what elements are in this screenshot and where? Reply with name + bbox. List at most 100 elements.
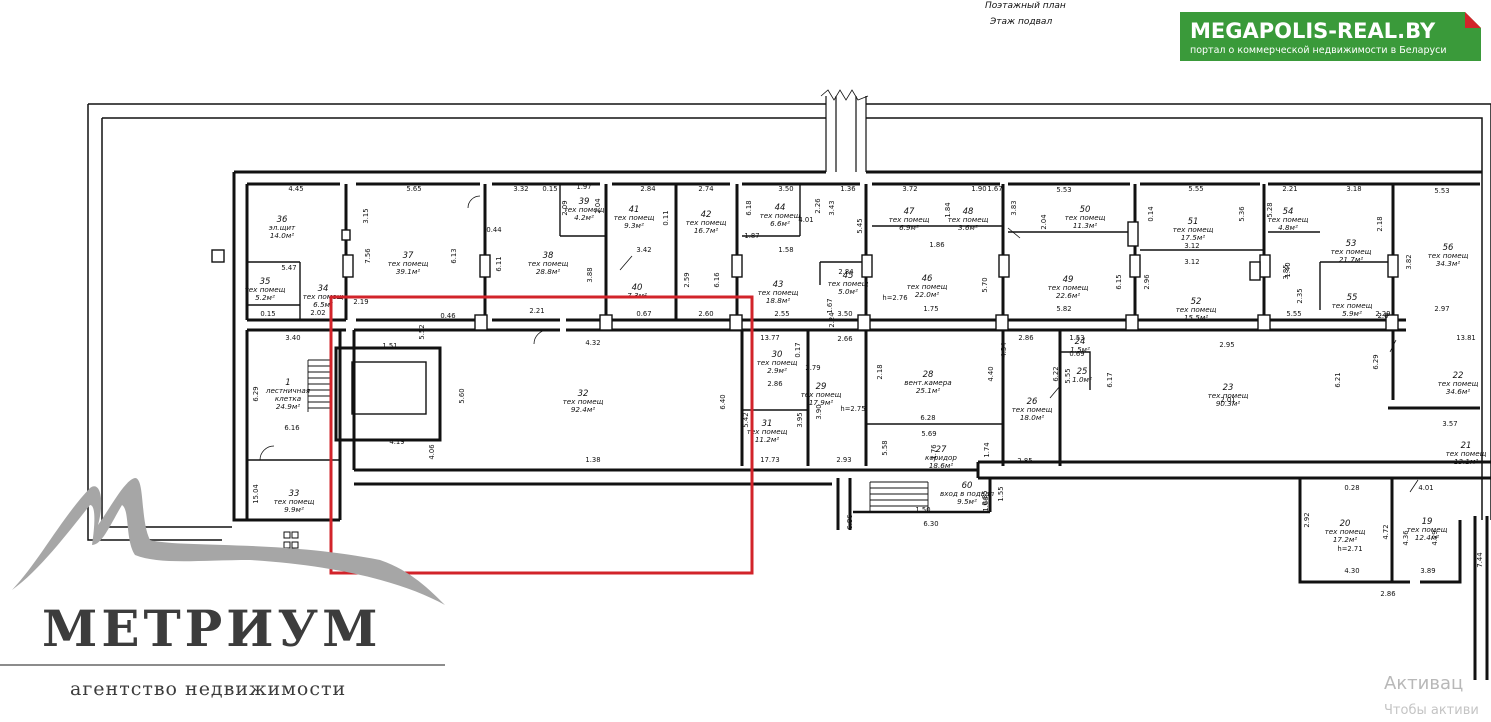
dimension-label: 6.22 bbox=[1052, 366, 1060, 381]
dimension-label: 2.04 bbox=[1040, 214, 1048, 229]
dimension-label: 1.74 bbox=[983, 442, 991, 457]
room-number: 37 bbox=[403, 251, 414, 261]
dimension-label: 4.30 bbox=[1344, 567, 1359, 575]
dimension-label: 2.93 bbox=[836, 456, 851, 464]
dimension-label: 5.45 bbox=[856, 218, 864, 233]
dimension-label: 5.28 bbox=[1266, 202, 1274, 217]
room-25[interactable]: 251.0м² bbox=[1072, 367, 1092, 384]
room-area: 2.9м² bbox=[767, 366, 787, 375]
room-name: тех помещ bbox=[303, 292, 344, 301]
dimension-label: 3.15 bbox=[362, 208, 370, 223]
dimension-label: 2.85 bbox=[1017, 457, 1032, 465]
room-number: 21 bbox=[1461, 441, 1472, 451]
room-name: тех помещ bbox=[388, 259, 429, 268]
room-area: 17.2м² bbox=[1333, 535, 1357, 544]
dimension-label: 4.29 bbox=[1431, 530, 1439, 545]
room-name: тех помещ bbox=[889, 215, 930, 224]
dimension-label: 13.77 bbox=[760, 334, 779, 342]
room-number: 54 bbox=[1283, 207, 1294, 217]
dimension-label: 17.73 bbox=[760, 456, 779, 464]
room-area: 15.5м² bbox=[1184, 313, 1208, 322]
dimension-label: 3.12 bbox=[1184, 242, 1199, 250]
room-name: тех помещ bbox=[758, 288, 799, 297]
room-area: 90.3м² bbox=[1216, 399, 1240, 408]
dimension-label: 2.35 bbox=[1296, 288, 1304, 303]
dimension-label: 5.58 bbox=[881, 440, 889, 455]
room-area: 22.6м² bbox=[1056, 291, 1080, 300]
room-name: тех помещ bbox=[245, 285, 286, 294]
dimension-label: 3.85 bbox=[1282, 264, 1290, 279]
room-name: тех помещ bbox=[1325, 527, 1366, 536]
room-area: 21.7м² bbox=[1339, 255, 1363, 264]
room-number: 40 bbox=[632, 283, 643, 293]
dimension-label: 2.86 bbox=[767, 380, 782, 388]
dimension-label: 2.18 bbox=[1376, 216, 1384, 231]
staircase-entrance bbox=[853, 481, 990, 514]
building-walls bbox=[232, 170, 1491, 680]
room-number: 32 bbox=[578, 389, 589, 399]
room-area: 39.1м² bbox=[396, 267, 420, 276]
dimension-label: 3.95 bbox=[796, 412, 804, 427]
room-name: тех помещ bbox=[907, 282, 948, 291]
dimension-label: 6.40 bbox=[719, 394, 727, 409]
dimension-label: 3.88 bbox=[586, 267, 594, 282]
windows-activation-title: Активац bbox=[1384, 673, 1463, 694]
dimension-label: 1.76 bbox=[930, 444, 938, 459]
dimension-label: 1.58 bbox=[778, 246, 793, 254]
room-name: тех помещ bbox=[747, 427, 788, 436]
room-name: тех помещ bbox=[1407, 525, 1448, 534]
room-number: 42 bbox=[701, 210, 712, 220]
highlighted-room-32[interactable] bbox=[329, 295, 754, 575]
dimension-label: 0.67 bbox=[636, 310, 651, 318]
dimension-label: 1.90 bbox=[971, 185, 986, 193]
room-number: 46 bbox=[922, 274, 933, 284]
floor-label: Этаж подвал bbox=[989, 17, 1052, 27]
room-number: 55 bbox=[1347, 293, 1358, 303]
room-area: 18.6м² bbox=[929, 461, 953, 470]
megapolis-logo[interactable]: MEGAPOLIS-REAL.BY портал о коммерческой … bbox=[1180, 12, 1481, 61]
dimension-label: 6.28 bbox=[920, 414, 935, 422]
room-24[interactable]: 241.5м² bbox=[1070, 337, 1090, 354]
dimension-label: 3.18 bbox=[1346, 185, 1361, 193]
door-swings bbox=[259, 195, 1419, 493]
ceiling-height: h=2.71 bbox=[1337, 545, 1362, 553]
dimension-label: 2.86 bbox=[1380, 590, 1395, 598]
